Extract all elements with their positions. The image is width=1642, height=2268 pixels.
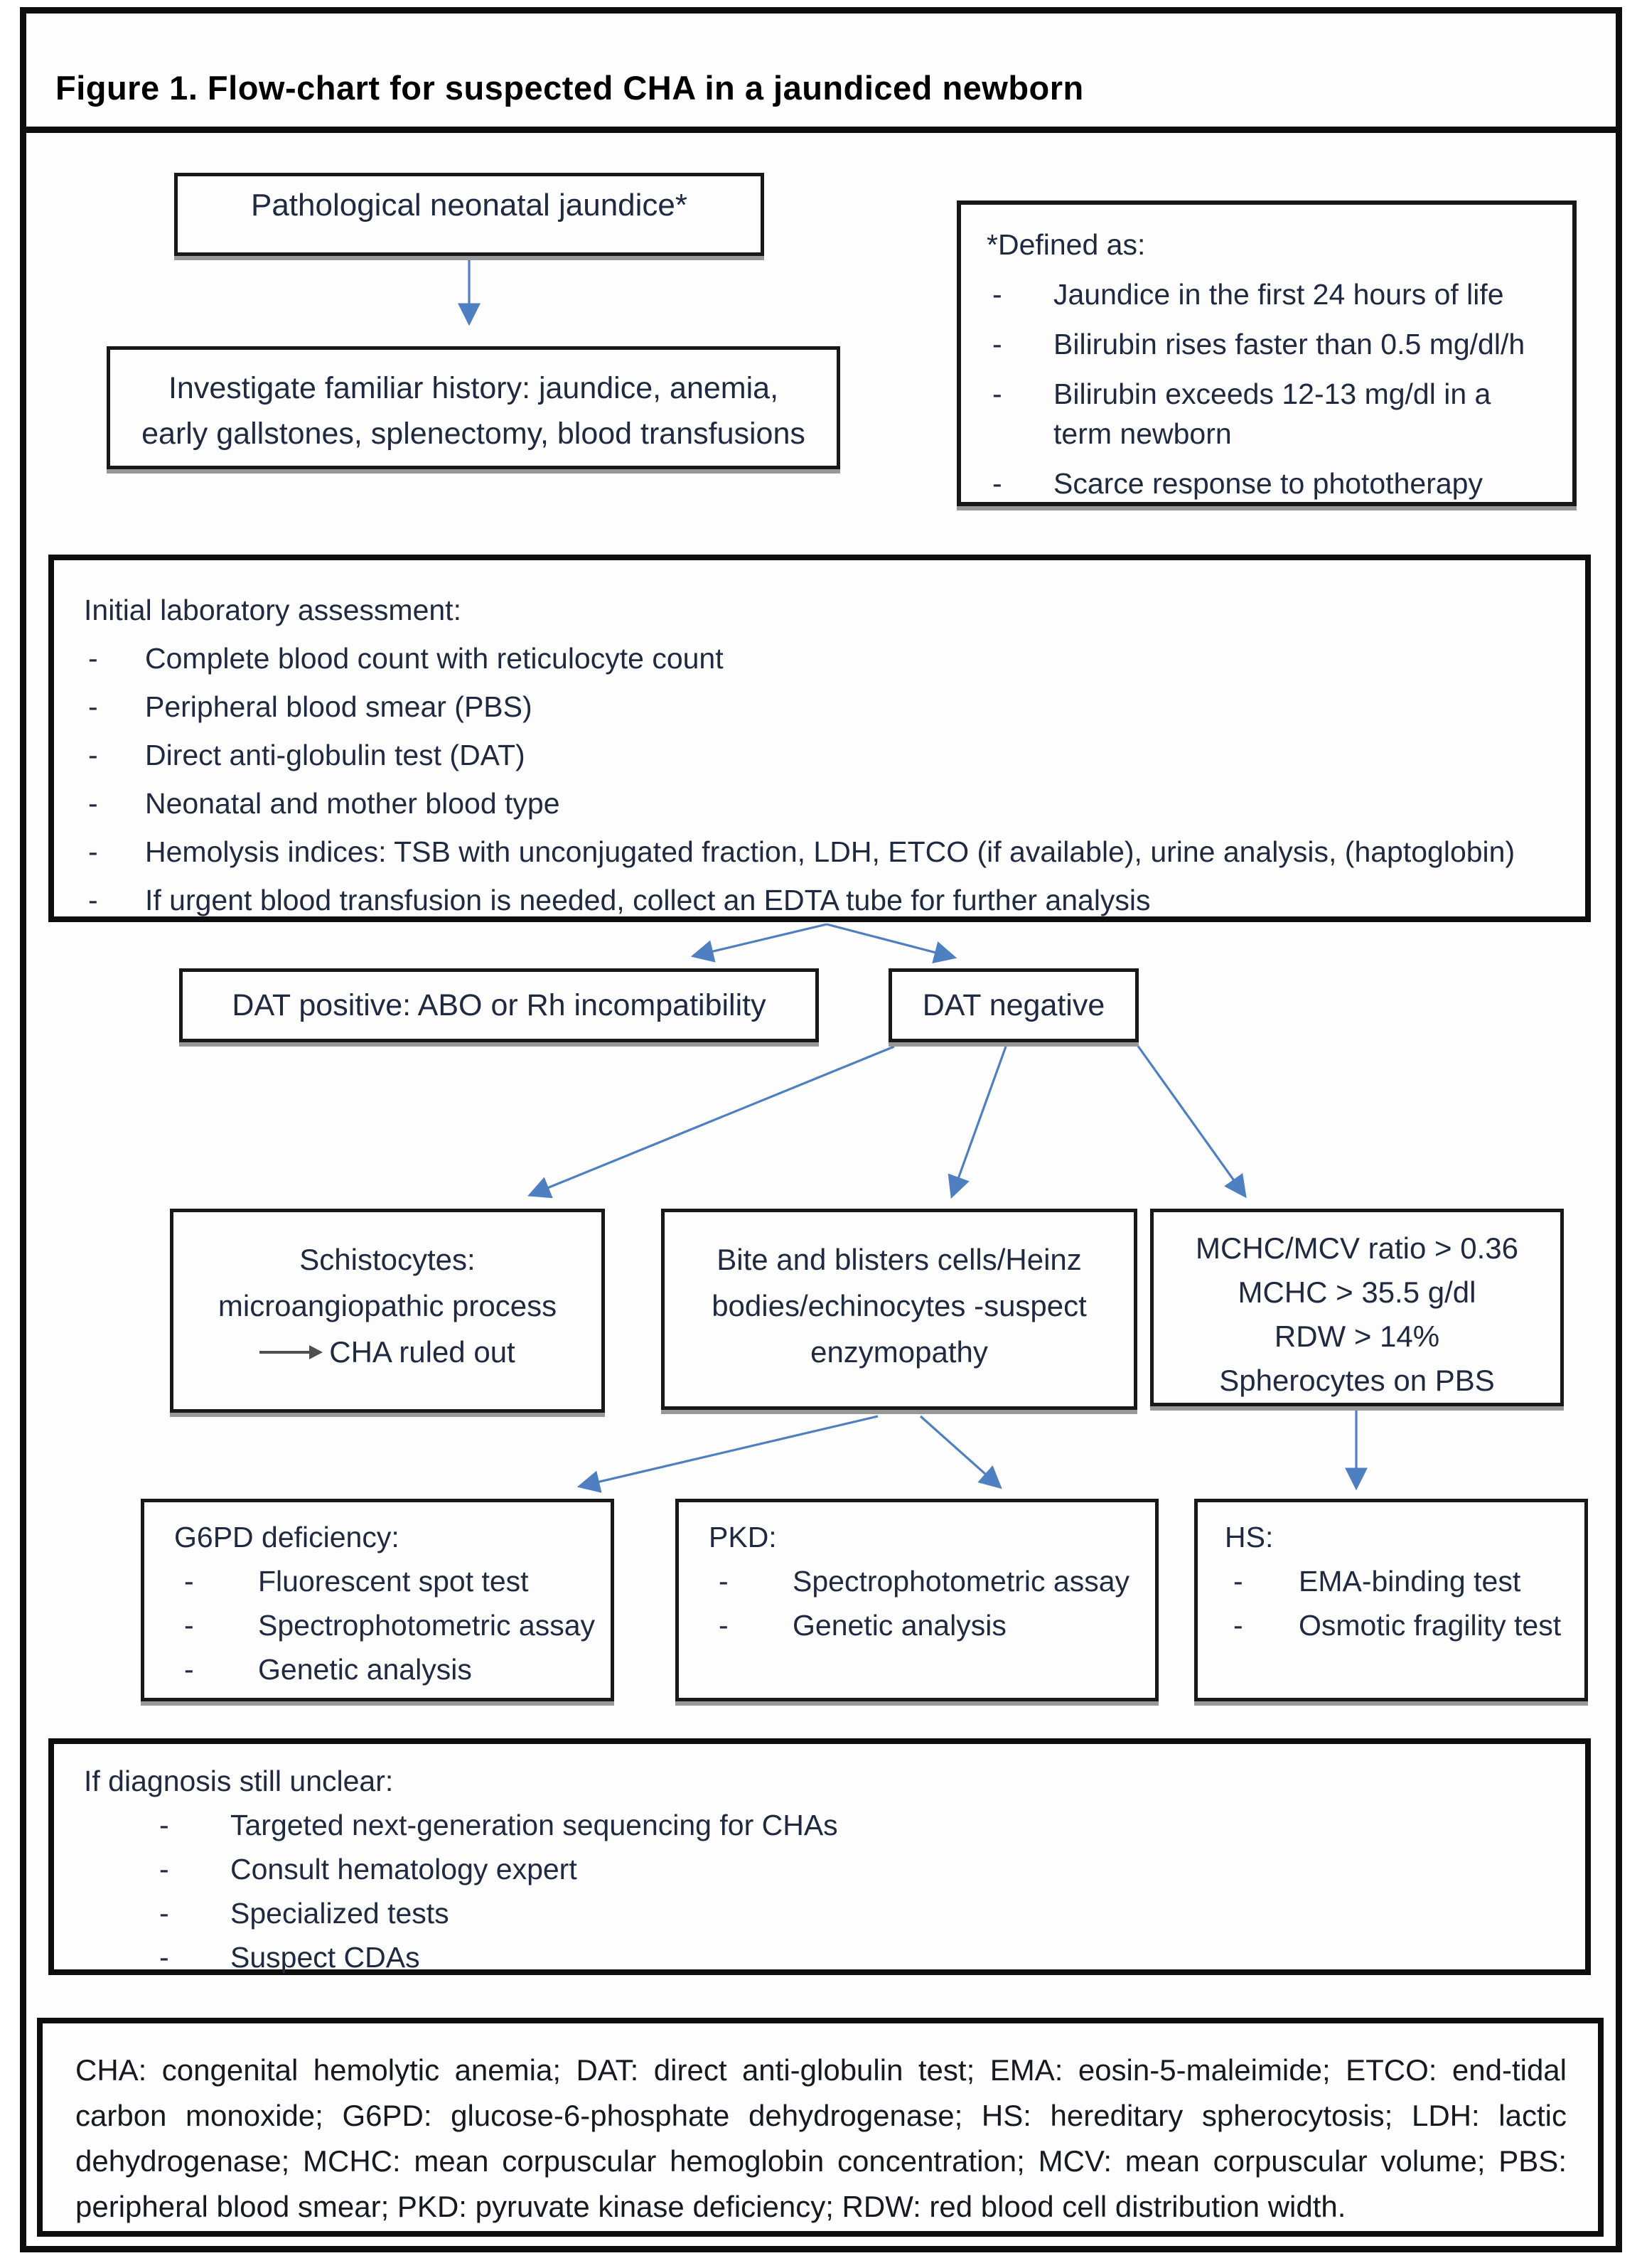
- bullet-dash: -: [159, 1941, 169, 1974]
- title-separator: [20, 127, 1622, 133]
- bullet-dash: -: [88, 835, 98, 868]
- node-mchc-criteria: MCHC/MCV ratio > 0.36 MCHC > 35.5 g/dl R…: [1150, 1209, 1564, 1406]
- node-g6pd-deficiency: G6PD deficiency: - Fluorescent spot test…: [141, 1499, 614, 1701]
- defined-as-title: *Defined as:: [987, 228, 1146, 261]
- dat-negative-text: DAT negative: [922, 988, 1105, 1022]
- node-dat-negative: DAT negative: [889, 968, 1139, 1042]
- hs-item: - Osmotic fragility test: [1225, 1608, 1577, 1643]
- mchc-line-1: MCHC/MCV ratio > 0.36: [1196, 1231, 1518, 1265]
- bullet-dash: -: [88, 884, 98, 916]
- unclear-list: - Targeted next-generation sequencing fo…: [152, 1808, 1557, 1974]
- mchc-line-2: MCHC > 35.5 g/dl: [1238, 1275, 1476, 1309]
- g6pd-item: - Spectrophotometric assay: [174, 1608, 601, 1643]
- figure-title: Figure 1. Flow-chart for suspected CHA i…: [55, 69, 1084, 107]
- lab-item: - Complete blood count with reticulocyte…: [84, 641, 1557, 675]
- node-pathological-jaundice-text: Pathological neonatal jaundice*: [250, 188, 688, 223]
- g6pd-item: - Genetic analysis: [174, 1652, 601, 1687]
- pkd-item: - Spectrophotometric assay: [709, 1563, 1145, 1599]
- bullet-dash: -: [992, 467, 1002, 500]
- node-hs: HS: - EMA-binding test - Osmotic fragili…: [1194, 1499, 1588, 1701]
- bullet-dash: -: [184, 1653, 194, 1686]
- bullet-dash: -: [159, 1897, 169, 1930]
- pkd-title: PKD:: [709, 1521, 777, 1553]
- abbreviations-legend: CHA: congenital hemolytic anemia; DAT: d…: [37, 2018, 1604, 2237]
- node-bite-blister-cells: Bite and blisters cells/Heinz bodies/ech…: [661, 1209, 1137, 1410]
- g6pd-item: - Fluorescent spot test: [174, 1563, 601, 1599]
- bullet-dash: -: [992, 278, 1002, 311]
- bite-line-3: enzymopathy: [810, 1335, 988, 1369]
- lab-title: Initial laboratory assessment:: [84, 594, 461, 626]
- schistocytes-line-2: microangiopathic process: [218, 1289, 557, 1322]
- lab-item: - Hemolysis indices: TSB with unconjugat…: [84, 835, 1557, 869]
- bullet-dash: -: [1233, 1609, 1243, 1642]
- defined-as-item: - Bilirubin exceeds 12-13 mg/dl in a ter…: [987, 374, 1554, 454]
- lab-item: - If urgent blood transfusion is needed,…: [84, 883, 1557, 917]
- defined-as-item: - Jaundice in the first 24 hours of life: [987, 274, 1554, 314]
- defined-as-item: - Scarce response to phototherapy: [987, 464, 1554, 503]
- panel-initial-lab-assessment: Initial laboratory assessment: - Complet…: [48, 555, 1591, 922]
- bite-line-1: Bite and blisters cells/Heinz: [717, 1243, 1082, 1276]
- bullet-dash: -: [159, 1853, 169, 1885]
- hs-title: HS:: [1225, 1521, 1274, 1553]
- node-investigate-history: Investigate familiar history: jaundice, …: [107, 346, 840, 469]
- defined-as-item: - Bilirubin rises faster than 0.5 mg/dl/…: [987, 324, 1554, 364]
- node-dat-positive: DAT positive: ABO or Rh incompatibility: [179, 968, 819, 1042]
- node-schistocytes: Schistocytes: microangiopathic process C…: [170, 1209, 605, 1413]
- bullet-dash: -: [1233, 1565, 1243, 1598]
- unclear-item: - Targeted next-generation sequencing fo…: [152, 1808, 1557, 1842]
- lab-item: - Peripheral blood smear (PBS): [84, 690, 1557, 724]
- unclear-item: - Specialized tests: [152, 1896, 1557, 1930]
- bullet-dash: -: [88, 690, 98, 723]
- node-pathological-jaundice: Pathological neonatal jaundice*: [174, 173, 764, 256]
- panel-diagnosis-unclear: If diagnosis still unclear: - Targeted n…: [48, 1738, 1591, 1975]
- lab-item: - Direct anti-globulin test (DAT): [84, 738, 1557, 772]
- schistocytes-line-3: CHA ruled out: [259, 1329, 515, 1375]
- node-pkd: PKD: - Spectrophotometric assay - Geneti…: [675, 1499, 1159, 1701]
- pkd-item: - Genetic analysis: [709, 1608, 1145, 1643]
- mchc-line-4: Spherocytes on PBS: [1219, 1364, 1495, 1397]
- bullet-dash: -: [88, 787, 98, 820]
- investigate-line-2: early gallstones, splenectomy, blood tra…: [141, 417, 805, 451]
- note-defined-as: *Defined as: - Jaundice in the first 24 …: [957, 200, 1577, 506]
- unclear-title: If diagnosis still unclear:: [84, 1765, 394, 1797]
- investigate-line-1: Investigate familiar history: jaundice, …: [168, 371, 779, 405]
- dat-positive-text: DAT positive: ABO or Rh incompatibility: [232, 988, 766, 1022]
- bullet-dash: -: [719, 1565, 729, 1598]
- bullet-dash: -: [992, 378, 1002, 410]
- bite-line-2: bodies/echinocytes -suspect: [712, 1289, 1087, 1322]
- bullet-dash: -: [184, 1565, 194, 1598]
- unclear-item: - Consult hematology expert: [152, 1852, 1557, 1886]
- bullet-dash: -: [159, 1809, 169, 1841]
- bullet-dash: -: [88, 642, 98, 675]
- g6pd-title: G6PD deficiency:: [174, 1521, 399, 1553]
- lab-item: - Neonatal and mother blood type: [84, 786, 1557, 820]
- bullet-dash: -: [719, 1609, 729, 1642]
- bullet-dash: -: [992, 328, 1002, 360]
- hs-item: - EMA-binding test: [1225, 1563, 1577, 1599]
- unclear-item: - Suspect CDAs: [152, 1940, 1557, 1974]
- mchc-line-3: RDW > 14%: [1274, 1320, 1440, 1353]
- cha-ruled-out-text: CHA ruled out: [329, 1335, 515, 1369]
- bullet-dash: -: [184, 1609, 194, 1642]
- schistocytes-line-1: Schistocytes:: [299, 1243, 476, 1276]
- cha-ruled-out-arrow-icon: [259, 1344, 323, 1359]
- bullet-dash: -: [88, 739, 98, 771]
- abbreviations-text: CHA: congenital hemolytic anemia; DAT: d…: [75, 2053, 1567, 2223]
